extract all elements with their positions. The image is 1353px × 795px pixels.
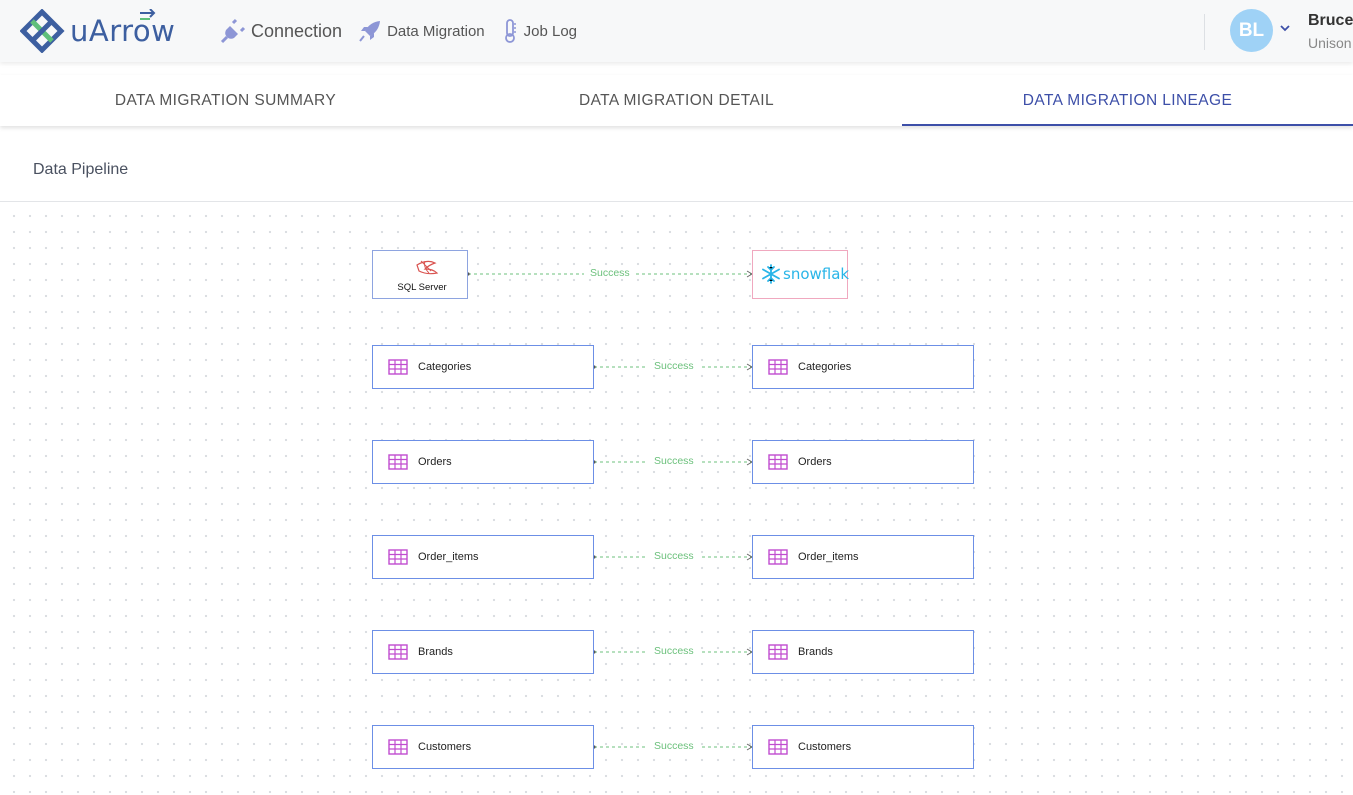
table-edge-label: Success [648, 360, 700, 372]
source-table-name: Categories [418, 361, 471, 373]
source-table-node[interactable]: Brands [372, 630, 594, 674]
sqlserver-logo-text: SQL Server [397, 282, 446, 293]
target-table-name: Brands [798, 646, 833, 658]
section-header: Data Pipeline [0, 143, 1353, 202]
destination-db-node[interactable]: snowflake [752, 250, 848, 299]
nav-connection[interactable]: Connection [220, 18, 342, 44]
table-icon [388, 739, 408, 755]
lineage-canvas[interactable]: SQL Server snowflake Success CategoriesC… [0, 202, 1353, 795]
table-icon [388, 549, 408, 565]
table-edge-label: Success [648, 550, 700, 562]
table-icon [768, 644, 788, 660]
table-icon-wrap [388, 644, 408, 660]
snowflake-logo: snowflake [753, 251, 849, 300]
table-icon-wrap [388, 739, 408, 755]
target-table-node[interactable]: Customers [752, 725, 974, 769]
snowflake-logo-text: snowflake [783, 265, 849, 283]
table-icon-wrap [768, 359, 788, 375]
user-org: Unison [1308, 35, 1352, 51]
uarrow-logo-icon [20, 9, 68, 53]
sqlserver-logo: SQL Server [373, 251, 469, 300]
plug-icon [220, 18, 246, 44]
table-icon [388, 359, 408, 375]
source-table-name: Customers [418, 741, 471, 753]
tab-bar: DATA MIGRATION SUMMARY DATA MIGRATION DE… [0, 75, 1353, 126]
top-bar: uArrow Connection Data Migration [0, 0, 1353, 62]
user-name: Bruce [1308, 12, 1353, 30]
table-edge-label: Success [648, 455, 700, 467]
db-edge-label: Success [584, 267, 636, 279]
table-icon [388, 644, 408, 660]
nav-data-migration[interactable]: Data Migration [358, 19, 485, 43]
source-table-name: Brands [418, 646, 453, 658]
tab-detail[interactable]: DATA MIGRATION DETAIL [451, 75, 902, 126]
target-table-name: Categories [798, 361, 851, 373]
table-icon-wrap [768, 644, 788, 660]
tab-lineage[interactable]: DATA MIGRATION LINEAGE [902, 75, 1353, 126]
table-icon-wrap [768, 549, 788, 565]
source-table-name: Order_items [418, 551, 479, 563]
brand-name: uArrow [70, 14, 175, 48]
table-icon [768, 454, 788, 470]
target-table-node[interactable]: Categories [752, 345, 974, 389]
rocket-icon [358, 19, 382, 43]
source-table-name: Orders [418, 456, 452, 468]
nav-connection-label: Connection [251, 21, 342, 42]
table-edge-label: Success [648, 645, 700, 657]
table-icon-wrap [388, 359, 408, 375]
table-icon-wrap [768, 739, 788, 755]
topbar-divider [1204, 14, 1205, 50]
target-table-name: Orders [798, 456, 832, 468]
source-db-node[interactable]: SQL Server [372, 250, 468, 299]
table-icon [768, 739, 788, 755]
source-table-node[interactable]: Orders [372, 440, 594, 484]
table-icon-wrap [388, 549, 408, 565]
chevron-down-icon[interactable] [1279, 22, 1291, 34]
table-icon [768, 549, 788, 565]
user-avatar[interactable]: BL [1230, 9, 1273, 52]
table-icon-wrap [768, 454, 788, 470]
source-table-node[interactable]: Customers [372, 725, 594, 769]
source-table-node[interactable]: Categories [372, 345, 594, 389]
target-table-node[interactable]: Orders [752, 440, 974, 484]
target-table-name: Order_items [798, 551, 859, 563]
brand-logo[interactable]: uArrow [20, 9, 175, 53]
nav-job-log[interactable]: Job Log [501, 18, 577, 44]
thermometer-icon [501, 18, 519, 44]
table-edge-label: Success [648, 740, 700, 752]
table-icon [768, 359, 788, 375]
table-icon-wrap [388, 454, 408, 470]
arrow-accent-icon [138, 9, 158, 23]
nav-data-migration-label: Data Migration [387, 23, 485, 40]
target-table-node[interactable]: Brands [752, 630, 974, 674]
main-nav: Connection Data Migration Job Log [220, 0, 593, 62]
section-title: Data Pipeline [33, 161, 128, 179]
target-table-name: Customers [798, 741, 851, 753]
target-table-node[interactable]: Order_items [752, 535, 974, 579]
edge-layer [0, 202, 1353, 795]
tab-summary[interactable]: DATA MIGRATION SUMMARY [0, 75, 451, 126]
nav-job-log-label: Job Log [524, 23, 577, 40]
source-table-node[interactable]: Order_items [372, 535, 594, 579]
table-icon [388, 454, 408, 470]
